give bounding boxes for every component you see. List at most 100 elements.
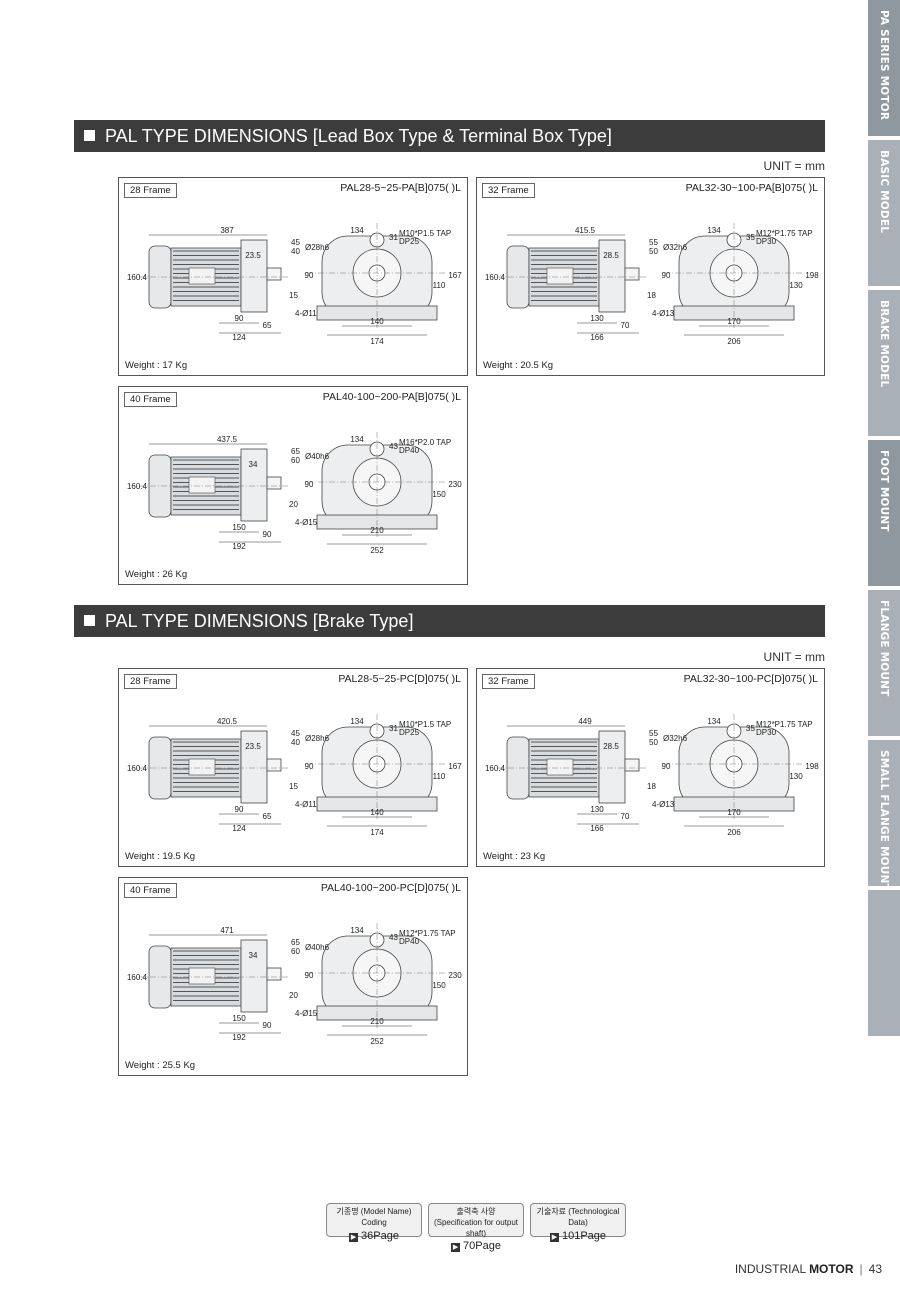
- frame-tag: 40 Frame: [124, 392, 177, 407]
- dimension-label-b: 60: [291, 456, 300, 465]
- dimension-label-h3: 230: [448, 971, 462, 980]
- dimension-label-d2: 124: [232, 333, 246, 342]
- dimension-label-h1: 34: [249, 951, 258, 960]
- dimension-label-d3: 90: [263, 1021, 272, 1030]
- dimension-label-w2: 174: [370, 337, 384, 346]
- dimension-label-c: 35: [746, 724, 755, 733]
- dimension-label-shaft: Ø28h6: [305, 734, 330, 743]
- front-view: [664, 714, 804, 827]
- arrow-right-icon: ▶: [549, 1232, 559, 1242]
- link-model-name-coding[interactable]: 기종명 (Model Name) Coding ▶36Page: [326, 1203, 422, 1242]
- dimension-label-len: 415.5: [575, 226, 596, 235]
- dimension-label-c: 31: [389, 233, 398, 242]
- dimension-label-w2: 174: [370, 828, 384, 837]
- front-view: [664, 223, 804, 336]
- dimension-label-b: 50: [649, 738, 658, 747]
- dimension-label-w2: 206: [727, 337, 741, 346]
- square-bullet-icon: [84, 615, 95, 626]
- dimension-label-tap1: M10*P1.5 TAP: [399, 720, 451, 729]
- front-view: [307, 432, 447, 545]
- dimension-label-fh: 20: [289, 991, 298, 1000]
- dimension-label-holes: 4-Ø11: [295, 800, 317, 809]
- side-tab-foot-mount[interactable]: FOOT MOUNT: [868, 440, 900, 586]
- side-tab-brake-model[interactable]: BRAKE MODEL: [868, 290, 900, 436]
- model-code: PAL40-100~200-PA[B]075( )L: [322, 391, 461, 403]
- side-view: [139, 234, 289, 334]
- dimension-label-h3: 198: [805, 271, 819, 280]
- reference-links: 기종명 (Model Name) Coding ▶36Page 출력축 사양 (…: [326, 1203, 626, 1253]
- link-output-shaft-spec[interactable]: 출력축 사양 (Specification for output shaft) …: [428, 1203, 524, 1253]
- dimension-label-d3: 65: [263, 812, 272, 821]
- side-view: [497, 234, 647, 334]
- dimension-label-d2: 166: [590, 333, 604, 342]
- dimension-label-holes: 4-Ø15: [295, 518, 318, 527]
- dimension-label-d1: 90: [235, 314, 244, 323]
- dimension-label-motor_d: 160.4: [127, 482, 148, 491]
- page-footer: INDUSTRIAL MOTOR|43: [734, 1262, 882, 1276]
- dimension-label-tap1: M12*P1.75 TAP: [756, 229, 813, 238]
- dimension-label-tap2: DP25: [399, 728, 420, 737]
- front-view: [307, 923, 447, 1036]
- side-tab-flange-mount[interactable]: FLANGE MOUNT: [868, 590, 900, 736]
- side-tab-small-flange-mount[interactable]: SMALL FLANGE MOUNT: [868, 740, 900, 891]
- dimension-label-h3: 230: [448, 480, 462, 489]
- dimension-label-w1: 140: [370, 808, 384, 817]
- dimension-label-h1: 34: [249, 460, 258, 469]
- dimension-label-c: 31: [389, 724, 398, 733]
- dimension-label-w1: 140: [370, 317, 384, 326]
- frame-tag: 40 Frame: [124, 883, 177, 898]
- dimension-label-h3: 167: [448, 762, 462, 771]
- dimension-label-b: 40: [291, 247, 300, 256]
- dimension-label-tap2: DP40: [399, 937, 420, 946]
- dimension-label-w1: 210: [370, 1017, 384, 1026]
- dimension-label-b: 60: [291, 947, 300, 956]
- dimension-label-tap2: DP30: [756, 237, 777, 246]
- dimension-label-top: 134: [350, 926, 364, 935]
- dimension-label-a: 65: [291, 938, 300, 947]
- weight-label: Weight : 20.5 Kg: [483, 360, 554, 371]
- dimension-label-motor_d: 160.4: [127, 273, 148, 282]
- dimension-label-w2: 252: [370, 1037, 384, 1046]
- side-tab-blank[interactable]: [868, 890, 900, 1036]
- dimension-label-a: 65: [291, 447, 300, 456]
- dimension-label-top: 134: [350, 435, 364, 444]
- section-title-lead-box: PAL TYPE DIMENSIONS [Lead Box Type & Ter…: [74, 120, 825, 152]
- dimension-label-w2: 252: [370, 546, 384, 555]
- arrow-right-icon: ▶: [451, 1243, 461, 1253]
- dimension-label-fh: 18: [647, 291, 656, 300]
- dimension-label-c: 43: [389, 933, 398, 942]
- arrow-right-icon: ▶: [349, 1232, 359, 1242]
- dimension-label-c: 35: [746, 233, 755, 242]
- dimension-label-d2: 166: [590, 824, 604, 833]
- dimension-label-d1: 130: [590, 314, 604, 323]
- dimension-label-top: 134: [350, 226, 364, 235]
- dimension-label-b: 50: [649, 247, 658, 256]
- link-technological-data[interactable]: 기술자료 (Technological Data) ▶101Page: [530, 1203, 626, 1242]
- dimension-label-holes: 4-Ø15: [295, 1009, 318, 1018]
- weight-label: Weight : 25.5 Kg: [125, 1060, 196, 1071]
- dimension-label-a: 55: [649, 729, 658, 738]
- dimension-label-ch: 90: [662, 271, 671, 280]
- dimension-label-b: 40: [291, 738, 300, 747]
- dimension-label-h2: 150: [432, 981, 446, 990]
- dimension-label-len: 449: [578, 717, 592, 726]
- dimension-label-shaft: Ø32h6: [663, 734, 688, 743]
- dimension-label-c: 43: [389, 442, 398, 451]
- dimension-label-tap2: DP25: [399, 237, 420, 246]
- front-view: [307, 223, 447, 336]
- side-view: [139, 443, 289, 543]
- dimension-label-a: 45: [291, 238, 300, 247]
- side-tab-basic-model[interactable]: BASIC MODEL: [868, 140, 900, 286]
- side-tab-pa-series-motor[interactable]: PA SERIES MOTOR: [868, 0, 900, 136]
- dimension-label-a: 55: [649, 238, 658, 247]
- dimension-label-tap1: M12*P1.75 TAP: [756, 720, 813, 729]
- dimension-label-fh: 18: [647, 782, 656, 791]
- dimension-label-len: 471: [220, 926, 234, 935]
- dimension-label-top: 134: [350, 717, 364, 726]
